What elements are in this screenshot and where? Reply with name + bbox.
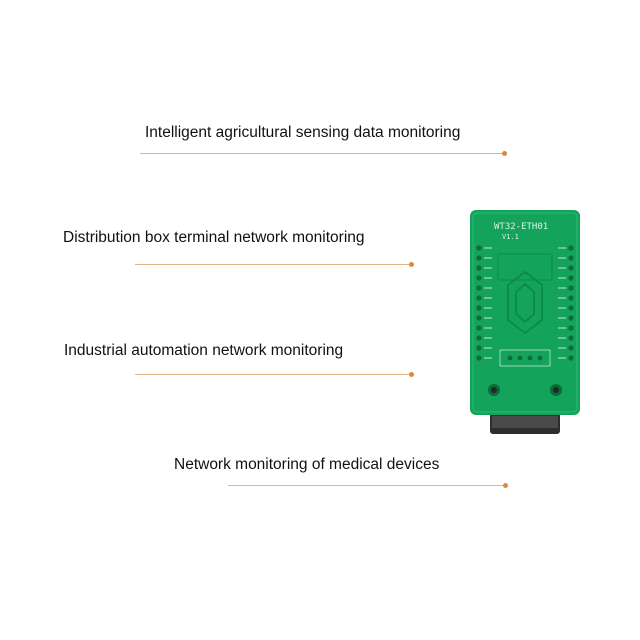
feature-label-distribution-box: Distribution box terminal network monito… [63, 229, 365, 246]
feature-leader-line-distribution-box [135, 264, 412, 265]
pin-hole [476, 275, 482, 281]
pin-silkscreen-ticks [484, 247, 566, 359]
pin-hole [476, 345, 482, 351]
pad-outline [499, 349, 551, 367]
feature-label-medical: Network monitoring of medical devices [174, 456, 440, 473]
mounting-hole-left-center [491, 387, 497, 393]
board-model-label: WT32-ETH01 [494, 222, 548, 232]
feature-leader-dot-distribution-box [409, 262, 414, 267]
board-illustration: WT32-ETH01 V1.1 [470, 210, 580, 434]
pin-hole [568, 295, 574, 301]
rj45-connector-shell [492, 416, 558, 428]
pcb-edge [472, 212, 578, 413]
feature-leader-line-industrial [135, 374, 412, 375]
pin-hole [476, 265, 482, 271]
pin-hole [476, 355, 482, 361]
board-logo-mark [507, 270, 543, 335]
pin-hole [476, 245, 482, 251]
pin-hole [568, 265, 574, 271]
pin-hole [568, 275, 574, 281]
pin-hole [476, 335, 482, 341]
pin-hole [568, 345, 574, 351]
pin-hole [568, 255, 574, 261]
pin-hole [476, 255, 482, 261]
feature-label-agricultural: Intelligent agricultural sensing data mo… [145, 124, 461, 141]
left-pin-header [476, 245, 482, 361]
pin-hole [568, 285, 574, 291]
pin-hole [476, 285, 482, 291]
feature-leader-line-agricultural [140, 153, 505, 154]
feature-leader-line-medical [228, 485, 506, 486]
board-image: WT32-ETH01 V1.1 [470, 210, 580, 435]
pin-hole [568, 245, 574, 251]
pin-hole [568, 305, 574, 311]
pin-hole [476, 295, 482, 301]
pin-hole [568, 315, 574, 321]
module-outline [497, 253, 553, 281]
pin-hole [476, 315, 482, 321]
pin-hole [568, 325, 574, 331]
feature-leader-dot-agricultural [502, 151, 507, 156]
pin-hole [568, 355, 574, 361]
pin-hole [476, 305, 482, 311]
board-version-label: V1.1 [502, 233, 519, 241]
pcb-body [470, 210, 580, 415]
feature-leader-dot-medical [503, 483, 508, 488]
right-pin-header [568, 245, 574, 361]
pin-hole [568, 335, 574, 341]
mounting-hole-right-center [553, 387, 559, 393]
lower-pads [507, 355, 543, 361]
feature-leader-dot-industrial [409, 372, 414, 377]
feature-label-industrial: Industrial automation network monitoring [64, 342, 344, 359]
pin-hole [476, 325, 482, 331]
